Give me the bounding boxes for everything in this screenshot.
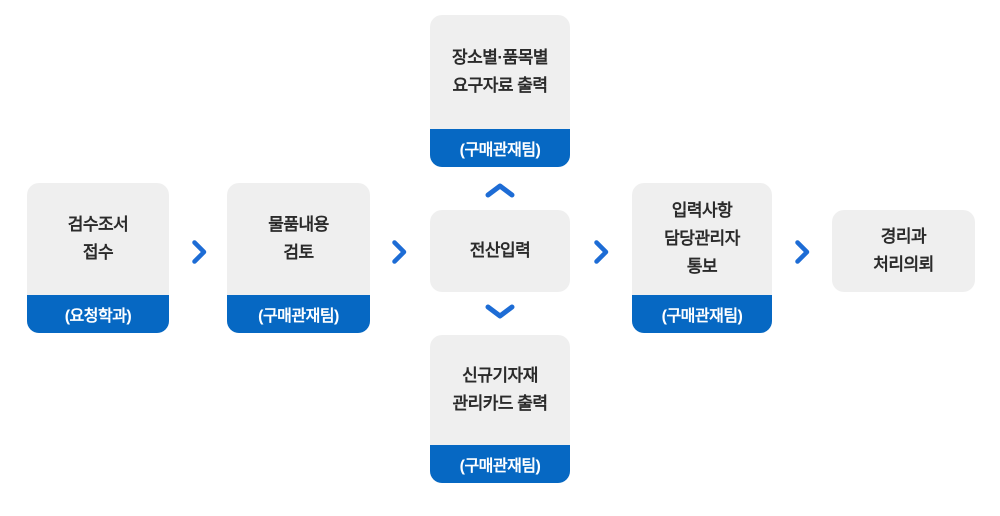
step-card-computer-entry: 전산입력 (430, 210, 570, 292)
chevron-down-icon (484, 303, 516, 320)
step-card-item-content-review: 물품내용 검토 (구매관재팀) (227, 183, 370, 333)
step-owner-badge: (구매관재팀) (227, 295, 370, 333)
step-title: 경리과 처리의뢰 (873, 227, 934, 274)
step-card-inspection-report-receipt: 검수조서 접수 (요청학과) (27, 183, 169, 333)
chevron-right-icon (390, 239, 408, 265)
chevron-up-icon (484, 182, 516, 199)
step-card-accounting-dept-request: 경리과 처리의뢰 (832, 210, 975, 292)
step-owner-badge: (구매관재팀) (430, 129, 570, 167)
step-card-entry-manager-notification: 입력사항 담당관리자 통보 (구매관재팀) (632, 183, 772, 333)
step-owner-badge: (구매관재팀) (430, 445, 570, 483)
step-title: 물품내용 검토 (268, 215, 329, 262)
step-title: 검수조서 접수 (67, 215, 129, 262)
branch-card-location-item-data-output: 장소별·품목별 요구자료 출력 (구매관재팀) (430, 15, 570, 167)
step-title: 장소별·품목별 요구자료 출력 (451, 48, 549, 95)
chevron-right-icon (592, 239, 610, 265)
branch-card-new-equipment-card-output: 신규기자재 관리카드 출력 (구매관재팀) (430, 335, 570, 483)
step-owner-badge: (구매관재팀) (632, 295, 772, 333)
step-title: 전산입력 (469, 241, 531, 260)
chevron-right-icon (793, 239, 811, 265)
step-title: 신규기자재 관리카드 출력 (452, 366, 548, 413)
chevron-right-icon (190, 239, 208, 265)
step-owner-badge: (요청학과) (27, 295, 169, 333)
step-title: 입력사항 담당관리자 통보 (664, 201, 740, 276)
